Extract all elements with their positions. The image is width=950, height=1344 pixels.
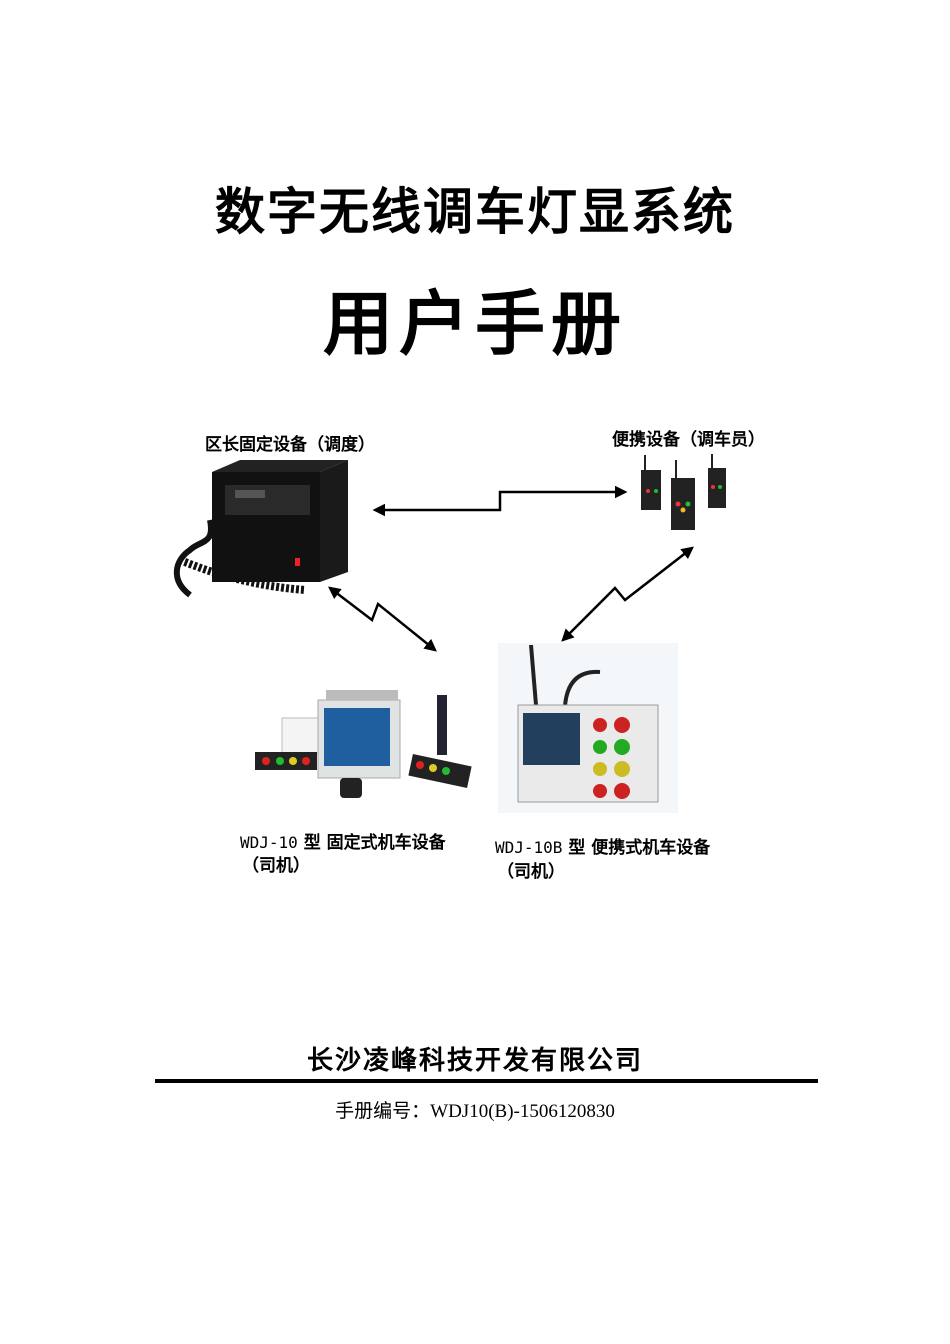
link-arrow-dispatch-portable: [372, 485, 628, 517]
document-title: 数字无线调车灯显系统: [215, 182, 735, 241]
dispatch-base-station-image: [173, 460, 348, 598]
manual-number-label: 手册编号：: [335, 1100, 431, 1122]
fixed-loco-model: WDJ-10: [240, 833, 298, 852]
fixed-loco-role: （司机）: [242, 856, 310, 876]
document-subtitle: 用户手册: [323, 282, 627, 365]
manual-number-value: WDJ10(B)-1506120830: [430, 1101, 615, 1122]
fixed-loco-caption: WDJ-10 型 固定式机车设备: [240, 828, 446, 853]
portable-loco-type: 型 便携式机车设备: [568, 838, 711, 858]
portable-loco-equipment-image: [498, 643, 678, 813]
portable-radios-image: [641, 454, 726, 530]
company-name: 长沙凌峰科技开发有限公司: [306, 1046, 643, 1076]
link-arrow-dispatch-fixed-loco: [328, 586, 437, 652]
divider-rule: [155, 1079, 818, 1083]
fixed-loco-equipment-image: [255, 690, 472, 798]
portable-loco-caption: WDJ-10B 型 便携式机车设备: [495, 833, 710, 858]
link-arrow-portable-loco: [561, 546, 694, 642]
manual-number: 手册编号：WDJ10(B)-1506120830: [0, 1096, 950, 1123]
portable-loco-model: WDJ-10B: [495, 838, 563, 857]
portable-equipment-label: 便携设备（调车员）: [612, 430, 765, 450]
dispatch-equipment-label: 区长固定设备（调度）: [205, 435, 375, 455]
portable-loco-role: （司机）: [497, 862, 565, 882]
fixed-loco-type: 型 固定式机车设备: [303, 833, 446, 853]
